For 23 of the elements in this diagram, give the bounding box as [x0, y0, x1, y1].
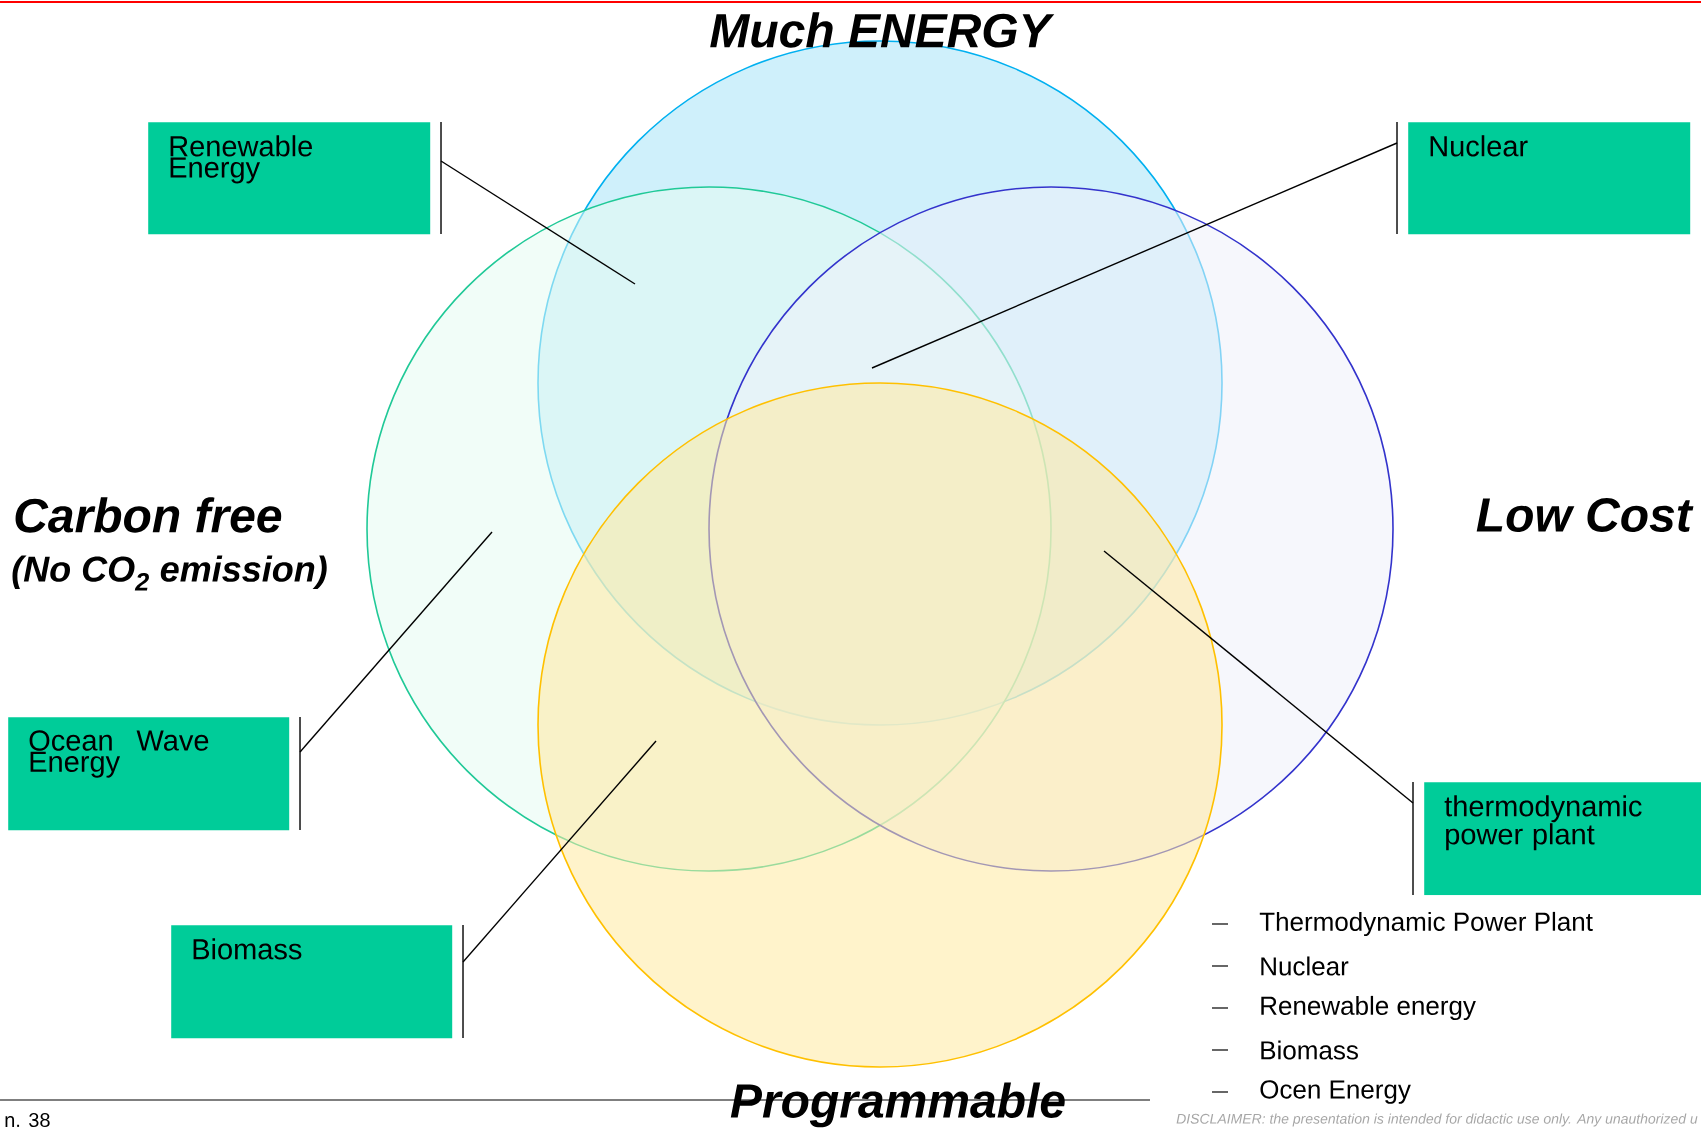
set-heading: Low Cost — [1476, 498, 1694, 532]
set-heading: Programmable — [730, 1082, 1065, 1128]
leader-line — [871, 121, 1398, 369]
leader-line — [299, 531, 493, 831]
list-item: Biomass — [1211, 1040, 1358, 1060]
callout-box: thermodynamic power plant — [1424, 782, 1701, 896]
list-item: Ocen Energy — [1211, 1080, 1411, 1104]
list-item: Thermodynamic Power Plant — [1211, 911, 1593, 937]
set-circle — [537, 382, 1223, 1068]
callout-box: Biomass — [171, 925, 453, 1039]
leader-line — [1103, 550, 1414, 896]
list-item: Renewable energy — [1211, 995, 1476, 1021]
list-item: Nuclear — [1211, 956, 1349, 976]
leader-line — [440, 121, 636, 285]
set-heading: Carbon free — [15, 497, 282, 533]
callout-box: Nuclear — [1408, 122, 1691, 235]
set-subheading: (No CO$_{2}$ emission) — [12, 555, 327, 591]
set-heading: Much ENERGY — [710, 12, 1055, 48]
callout-box: Renewable Energy — [148, 122, 431, 235]
disclaimer: DISCLAIMER: the presentation is intended for didactic use only. Any unauthorized u — [1176, 1113, 1698, 1127]
page-number: n. 38 — [5, 1112, 50, 1128]
callout-box: Ocean Wave Energy — [8, 717, 290, 831]
leader-line — [462, 740, 657, 1039]
